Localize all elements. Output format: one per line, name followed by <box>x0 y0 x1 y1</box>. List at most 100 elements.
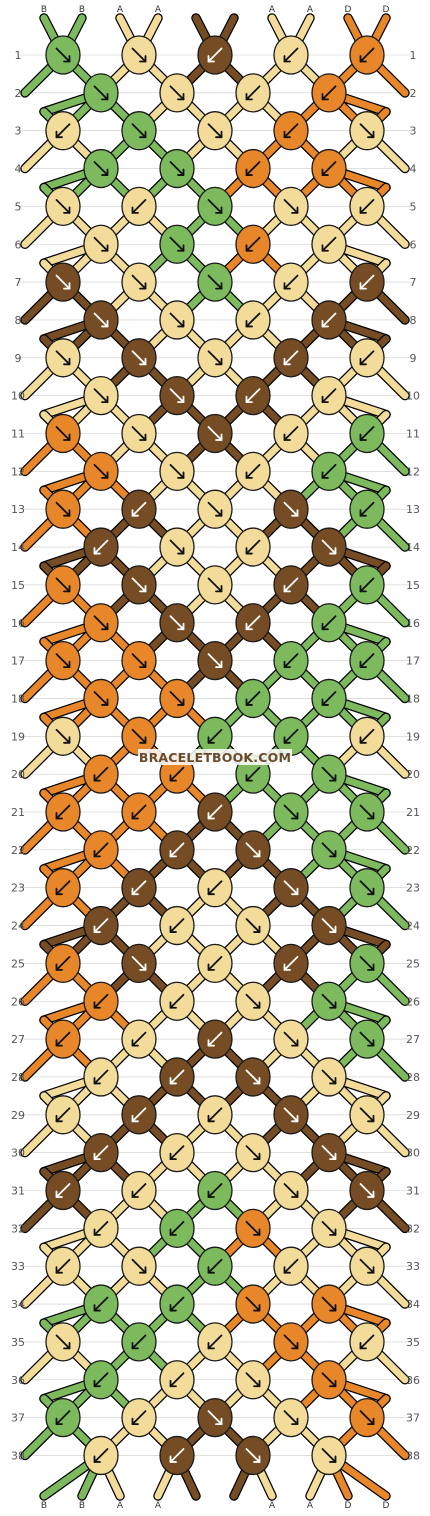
knot <box>273 262 309 302</box>
row-number-right: 21 <box>406 806 420 819</box>
row-number-left: 29 <box>11 1109 25 1122</box>
arrowhead-icon <box>139 963 147 971</box>
arrowhead-icon <box>131 206 139 214</box>
arrowhead-icon <box>329 849 337 858</box>
arrowhead-icon <box>177 622 185 631</box>
arrowhead-icon <box>283 357 291 366</box>
knot <box>235 1057 271 1097</box>
arrowhead-icon <box>329 547 337 555</box>
arrow-down-right-icon <box>131 956 147 971</box>
arrowhead-icon <box>245 622 253 631</box>
knot <box>45 1322 81 1362</box>
row-number-left: 19 <box>11 730 25 743</box>
arrow-down-right-icon <box>321 1372 337 1388</box>
arrow-down-right-icon <box>93 236 109 252</box>
row-number-left: 24 <box>11 920 25 933</box>
arrowhead-icon <box>321 244 329 252</box>
arrow-down-right-icon <box>321 1220 337 1236</box>
arrowhead-icon <box>283 282 291 290</box>
arrow-down-right-icon <box>359 1183 375 1198</box>
arrow-down-right-icon <box>359 1107 375 1123</box>
knot <box>349 338 385 378</box>
knot <box>235 1435 271 1476</box>
knot <box>121 565 157 605</box>
knot <box>121 338 157 378</box>
arrowhead-icon <box>359 55 367 63</box>
arrow-down-left-icon <box>93 539 109 555</box>
row-number-left: 30 <box>11 1147 25 1160</box>
row-number-left: 23 <box>11 882 25 895</box>
knot <box>311 1057 347 1097</box>
arrow-down-left-icon <box>321 463 337 479</box>
knot <box>197 489 233 529</box>
row-number-left: 35 <box>11 1336 25 1349</box>
arrow-down-left-icon <box>359 1334 375 1350</box>
arrow-down-left-icon <box>131 804 147 820</box>
arrowhead-icon <box>291 887 299 896</box>
arrowhead-icon <box>93 1228 101 1236</box>
row-number-left: 8 <box>15 314 22 327</box>
knot <box>349 111 385 151</box>
knot <box>311 73 347 113</box>
arrow-down-right-icon <box>283 198 299 214</box>
arrowhead-icon <box>169 1304 177 1312</box>
arrowhead-icon <box>177 547 185 555</box>
arrowhead-icon <box>93 849 101 858</box>
arrow-down-right-icon <box>207 653 223 668</box>
knot <box>349 640 385 681</box>
arrowhead-icon <box>101 622 109 631</box>
arrowhead-icon <box>283 130 291 139</box>
arrow-down-left-icon <box>207 1334 223 1350</box>
arrow-down-left-icon <box>93 766 109 782</box>
arrowhead-icon <box>131 1190 139 1198</box>
knot <box>159 451 195 492</box>
arrowhead-icon <box>131 812 139 820</box>
knot <box>311 830 347 870</box>
arrowhead-icon <box>131 887 139 896</box>
arrow-down-left-icon <box>245 236 261 252</box>
row-number-right: 26 <box>406 995 420 1008</box>
knot <box>83 830 119 870</box>
arrowhead-icon <box>253 1001 261 1009</box>
arrow-down-left-icon <box>359 350 375 366</box>
knot <box>159 73 195 113</box>
arrowhead-icon <box>63 585 71 593</box>
arrow-down-right-icon <box>359 1031 375 1047</box>
row-number-left: 18 <box>11 692 25 705</box>
arrowhead-icon <box>93 547 101 555</box>
knot <box>235 375 271 416</box>
arrowhead-icon <box>283 736 291 744</box>
knot <box>45 1170 81 1211</box>
arrowhead-icon <box>215 282 223 290</box>
arrow-down-right-icon <box>245 1296 261 1312</box>
arrowhead-icon <box>177 698 185 706</box>
arrowhead-icon <box>215 660 223 668</box>
arrow-down-left-icon <box>207 728 223 744</box>
arrowhead-icon <box>367 1039 375 1047</box>
arrowhead-icon <box>291 509 299 517</box>
knot <box>197 111 233 151</box>
arrow-down-right-icon <box>359 1410 375 1425</box>
row-number-right: 12 <box>406 465 420 478</box>
bottom-string-label: A <box>307 1501 314 1511</box>
row-number-left: 28 <box>11 1071 25 1084</box>
knot <box>45 1019 81 1059</box>
knot <box>273 1095 309 1135</box>
arrow-down-right-icon <box>55 728 71 744</box>
knot <box>349 1095 385 1135</box>
knot <box>121 1095 157 1135</box>
arrow-down-right-icon <box>93 85 109 101</box>
arrow-down-left-icon <box>169 842 185 858</box>
arrowhead-icon <box>93 1001 101 1009</box>
arrow-down-left-icon <box>55 956 71 971</box>
arrowhead-icon <box>169 1001 177 1009</box>
knot <box>121 413 157 454</box>
knot <box>45 111 81 151</box>
knot <box>197 792 233 832</box>
knot <box>273 943 309 984</box>
arrowhead-icon <box>55 887 63 896</box>
knot <box>197 262 233 302</box>
top-string-label: B <box>41 5 47 15</box>
arrow-down-left-icon <box>321 236 337 252</box>
arrow-down-left-icon <box>283 1258 299 1274</box>
